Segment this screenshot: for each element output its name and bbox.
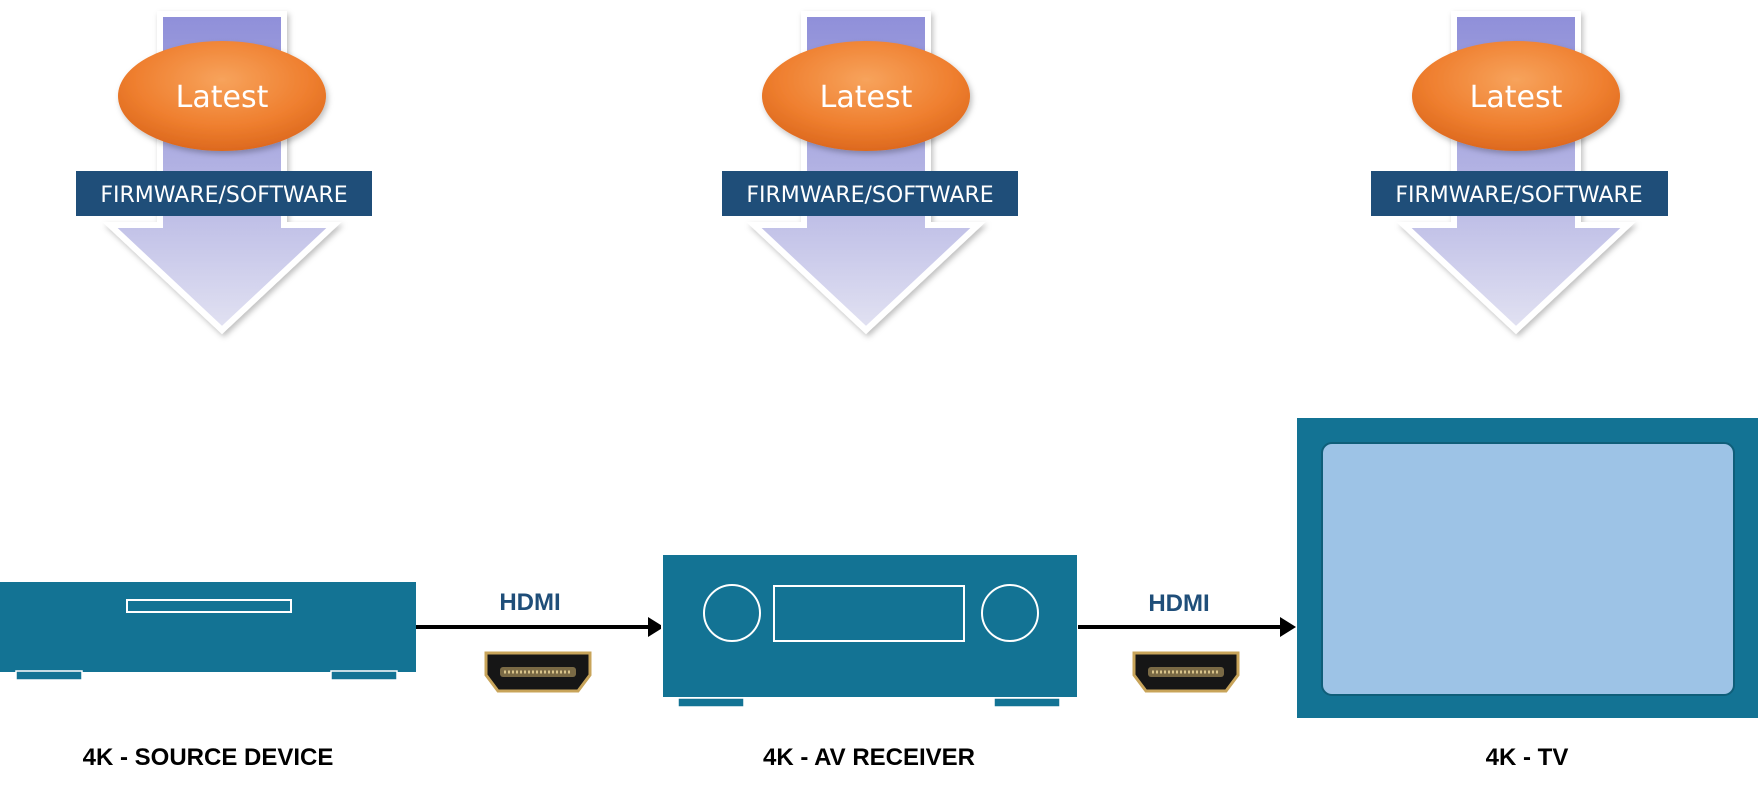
disc-slot: [126, 599, 292, 613]
latest-badge-label: Latest: [176, 80, 269, 115]
source-device: [0, 582, 416, 681]
latest-badge-label: Latest: [1470, 80, 1563, 115]
tv: [1297, 418, 1758, 718]
update-group-receiver: Latest FIRMWARE/SOFTWARE: [722, 14, 1018, 330]
device-foot: [677, 697, 745, 708]
update-group-source: Latest FIRMWARE/SOFTWARE: [76, 14, 372, 330]
latest-badge-label: Latest: [820, 80, 913, 115]
hdmi-label: HDMI: [1148, 590, 1209, 617]
hdmi-label: HDMI: [499, 589, 560, 616]
device-foot: [15, 670, 83, 681]
firmware-banner-label: FIRMWARE/SOFTWARE: [100, 183, 347, 208]
firmware-banner-label: FIRMWARE/SOFTWARE: [1395, 183, 1642, 208]
receiver-knob: [981, 584, 1039, 642]
device-label-receiver: 4K - AV RECEIVER: [763, 744, 975, 771]
latest-badge: [762, 41, 970, 151]
firmware-banner: [1371, 171, 1668, 216]
device-label-source: 4K - SOURCE DEVICE: [83, 744, 334, 771]
arrow-head: [1280, 617, 1296, 637]
device-label-tv: 4K - TV: [1486, 744, 1569, 771]
firmware-banner: [722, 171, 1018, 216]
hdmi-connector-icon: [1132, 651, 1240, 693]
device-foot: [330, 670, 398, 681]
receiver-display: [773, 585, 965, 642]
hdmi-connection-1: HDMI: [416, 589, 664, 693]
latest-badge: [1412, 41, 1620, 151]
receiver-knob: [703, 584, 761, 642]
av-receiver: [661, 553, 1079, 708]
arrow-head: [648, 617, 664, 637]
tv-screen: [1321, 442, 1735, 696]
firmware-banner-label: FIRMWARE/SOFTWARE: [746, 183, 993, 208]
hdmi-connector-icon: [484, 651, 592, 693]
firmware-banner: [76, 171, 372, 216]
hdmi-connection-2: HDMI: [1078, 590, 1296, 693]
device-foot: [993, 697, 1061, 708]
latest-badge: [118, 41, 326, 151]
update-group-tv: Latest FIRMWARE/SOFTWARE: [1371, 14, 1668, 330]
